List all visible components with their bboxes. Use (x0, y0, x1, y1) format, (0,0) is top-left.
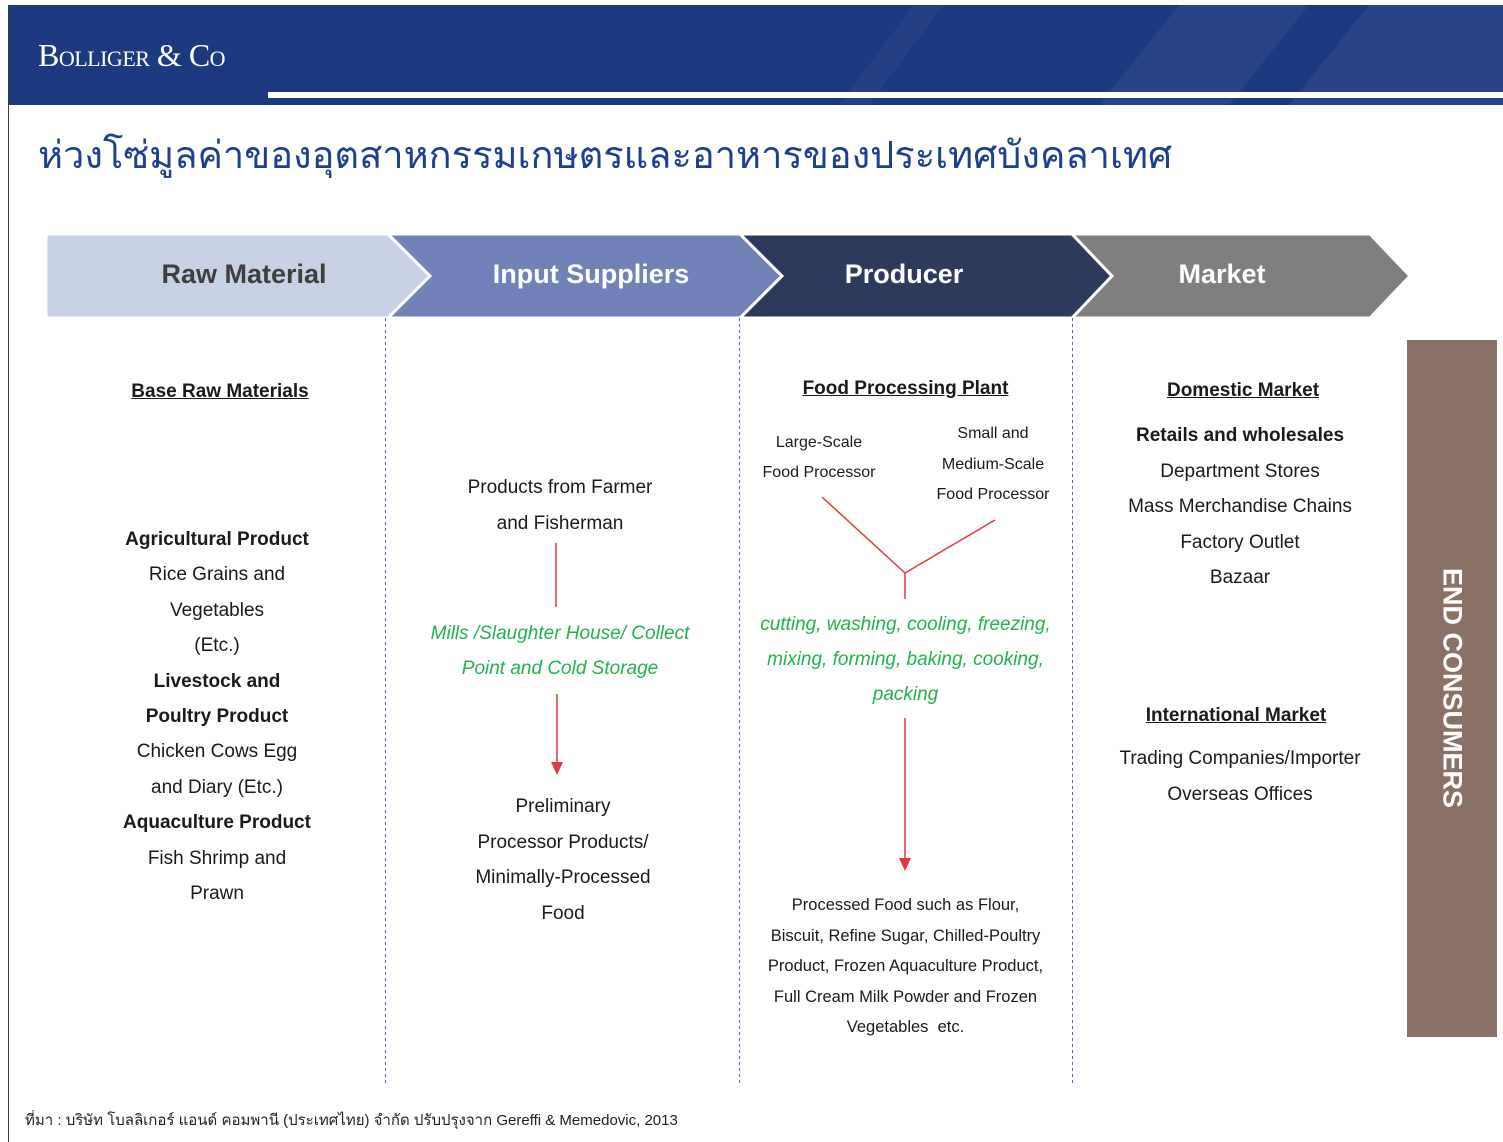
domestic-market-item: Department Stores (1160, 460, 1320, 482)
input-suppliers-connectors (551, 543, 563, 775)
chevron-label-market: Market (1178, 259, 1265, 289)
producer-heading: Food Processing Plant (802, 378, 1009, 399)
raw-material-line: (Etc.) (194, 635, 240, 657)
slide-left-border (8, 5, 9, 1142)
international-market-list: Trading Companies/Importer Overseas Offi… (1075, 741, 1405, 813)
producer-process-line: packing (872, 683, 939, 705)
small-scale-processor: Small and Medium-Scale Food Processor (893, 419, 1093, 511)
domestic-market-subheading: Retails and wholesales (1135, 425, 1345, 446)
producer-process-text: cutting, washing, cooling, freezing, mix… (739, 607, 1072, 712)
international-market-item: Overseas Offices (1167, 784, 1313, 805)
chevron-label-raw-material: Raw Material (161, 259, 326, 289)
arrowhead-icon (551, 762, 563, 775)
large-scale-line: Food Processor (762, 464, 876, 481)
input-output-line: Preliminary (515, 796, 611, 817)
domestic-market-item: Factory Outlet (1180, 531, 1300, 553)
small-scale-line: Small and (957, 425, 1029, 442)
raw-material-line: Prawn (190, 883, 244, 905)
producer-output-line: Vegetables etc. (846, 1018, 965, 1036)
producer-output-line: Full Cream Milk Powder and Frozen (773, 987, 1038, 1006)
input-output-text: Preliminary Processor Products/ Minimall… (388, 789, 738, 932)
producer-output-text: Processed Food such as Flour, Biscuit, R… (739, 890, 1072, 1043)
arrowhead-icon (899, 858, 911, 871)
small-scale-line: Medium-Scale (941, 455, 1045, 473)
input-source-line: and Fisherman (496, 513, 624, 534)
input-output-line: Food (541, 903, 585, 925)
producer-output-line: Biscuit, Refine Sugar, Chilled-Poultry (770, 926, 1041, 945)
raw-material-line: Vegetables (169, 599, 265, 621)
header-bar: Bolliger & Co (9, 5, 1503, 105)
header-rule (268, 92, 1503, 98)
agricultural-product-title: Agricultural Product (125, 529, 309, 550)
raw-material-line: Chicken Cows Egg (136, 741, 298, 763)
domestic-market-item: Bazaar (1209, 567, 1271, 588)
large-scale-processor: Large-Scale Food Processor (719, 428, 919, 488)
page-title: ห่วงโซ่มูลค่าของอุตสาหกรรมเกษตรและอาหารข… (38, 133, 1173, 177)
domestic-market-list: Retails and wholesales Department Stores… (1075, 418, 1405, 596)
input-source-text: Products from Farmer and Fisherman (385, 470, 735, 542)
raw-material-heading: Base Raw Materials (131, 381, 309, 402)
domestic-market-item: Mass Merchandise Chains (1128, 496, 1352, 517)
source-note: ที่มา : บริษัท โบลลิเกอร์ แอนด์ คอมพานี … (25, 1112, 678, 1129)
raw-material-line: Fish Shrimp and (147, 847, 287, 869)
connector-line (904, 519, 996, 574)
livestock-title: Livestock and (153, 670, 281, 692)
end-consumers-label: END CONSUMERS (1437, 568, 1468, 809)
stage-chevrons: Raw Material Input Suppliers Producer Ma… (44, 232, 1413, 320)
producer-output-line: Product, Frozen Aquaculture Product, (767, 957, 1044, 975)
chevron-label-producer: Producer (845, 259, 964, 289)
producer-connectors (821, 496, 996, 871)
international-market-item: Trading Companies/Importer (1119, 748, 1361, 769)
input-process-line: Point and Cold Storage (461, 657, 659, 679)
connector-line (821, 496, 906, 574)
producer-output-line: Processed Food such as Flour, (791, 896, 1020, 914)
producer-process-line: cutting, washing, cooling, freezing, (760, 613, 1051, 635)
small-scale-line: Food Processor (936, 486, 1050, 503)
chevron-market (1068, 232, 1413, 320)
input-process-line: Mills /Slaughter House/ Collect (430, 622, 690, 644)
raw-material-line: and Diary (Etc.) (151, 776, 283, 798)
input-output-line: Minimally-Processed (475, 867, 651, 889)
livestock-title: Poultry Product (145, 706, 289, 728)
international-market-heading: International Market (1145, 705, 1327, 726)
brand-logo: Bolliger & Co (38, 37, 226, 73)
input-source-line: Products from Farmer (467, 477, 653, 498)
column-dividers (385, 318, 1073, 1083)
input-output-line: Processor Products/ (477, 831, 649, 853)
end-consumers-box: END CONSUMERS (1407, 340, 1497, 1037)
aquaculture-product-title: Aquaculture Product (123, 812, 311, 834)
producer-process-line: mixing, forming, baking, cooking, (767, 648, 1044, 670)
large-scale-line: Large-Scale (775, 434, 863, 451)
chevron-label-input-suppliers: Input Suppliers (493, 259, 690, 289)
domestic-market-heading: Domestic Market (1166, 380, 1320, 401)
raw-material-list: Agricultural Product Rice Grains and Veg… (46, 522, 388, 911)
input-process-text: Mills /Slaughter House/ Collect Point an… (385, 616, 735, 686)
header-decoration (839, 5, 1503, 105)
raw-material-line: Rice Grains and (148, 564, 286, 586)
